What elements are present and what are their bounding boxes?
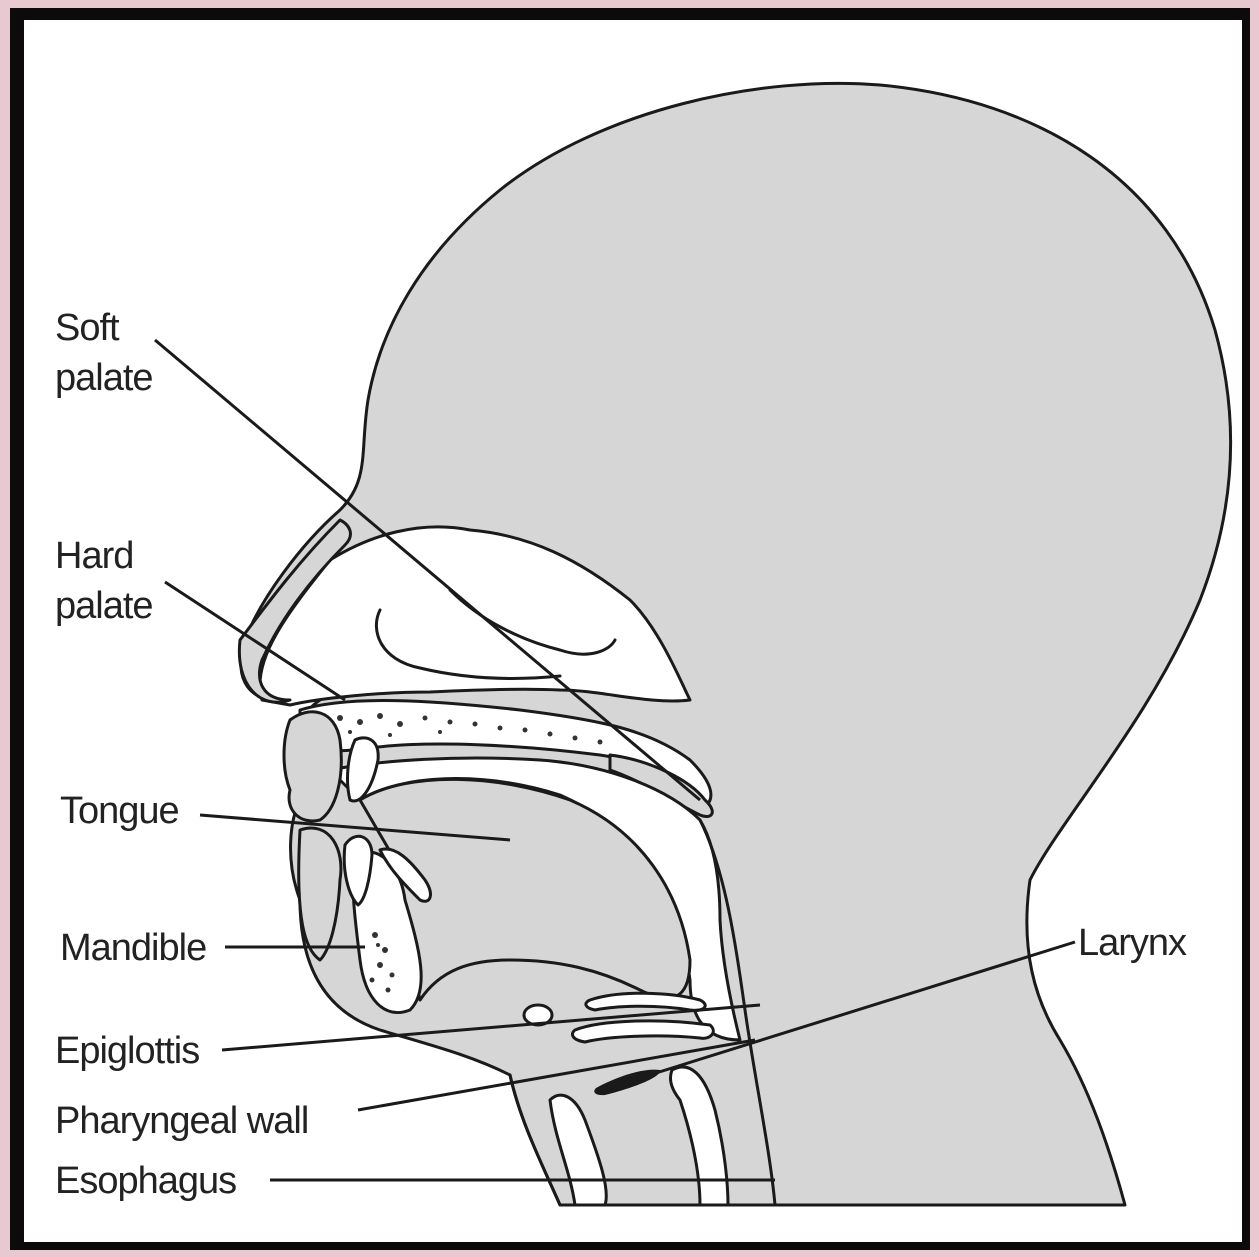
upper-lip xyxy=(284,712,341,821)
label-tongue: Tongue xyxy=(60,790,179,832)
label-esophagus: Esophagus xyxy=(55,1160,236,1202)
label-hard-palate-1: Hard xyxy=(55,535,133,577)
label-pharyngeal-wall: Pharyngeal wall xyxy=(55,1100,308,1142)
label-soft-palate-2: palate xyxy=(55,357,153,399)
label-epiglottis: Epiglottis xyxy=(55,1030,199,1072)
label-soft-palate-1: Soft xyxy=(55,307,120,349)
label-hard-palate-2: palate xyxy=(55,585,153,627)
label-mandible: Mandible xyxy=(60,927,206,969)
label-larynx: Larynx xyxy=(1078,922,1187,964)
